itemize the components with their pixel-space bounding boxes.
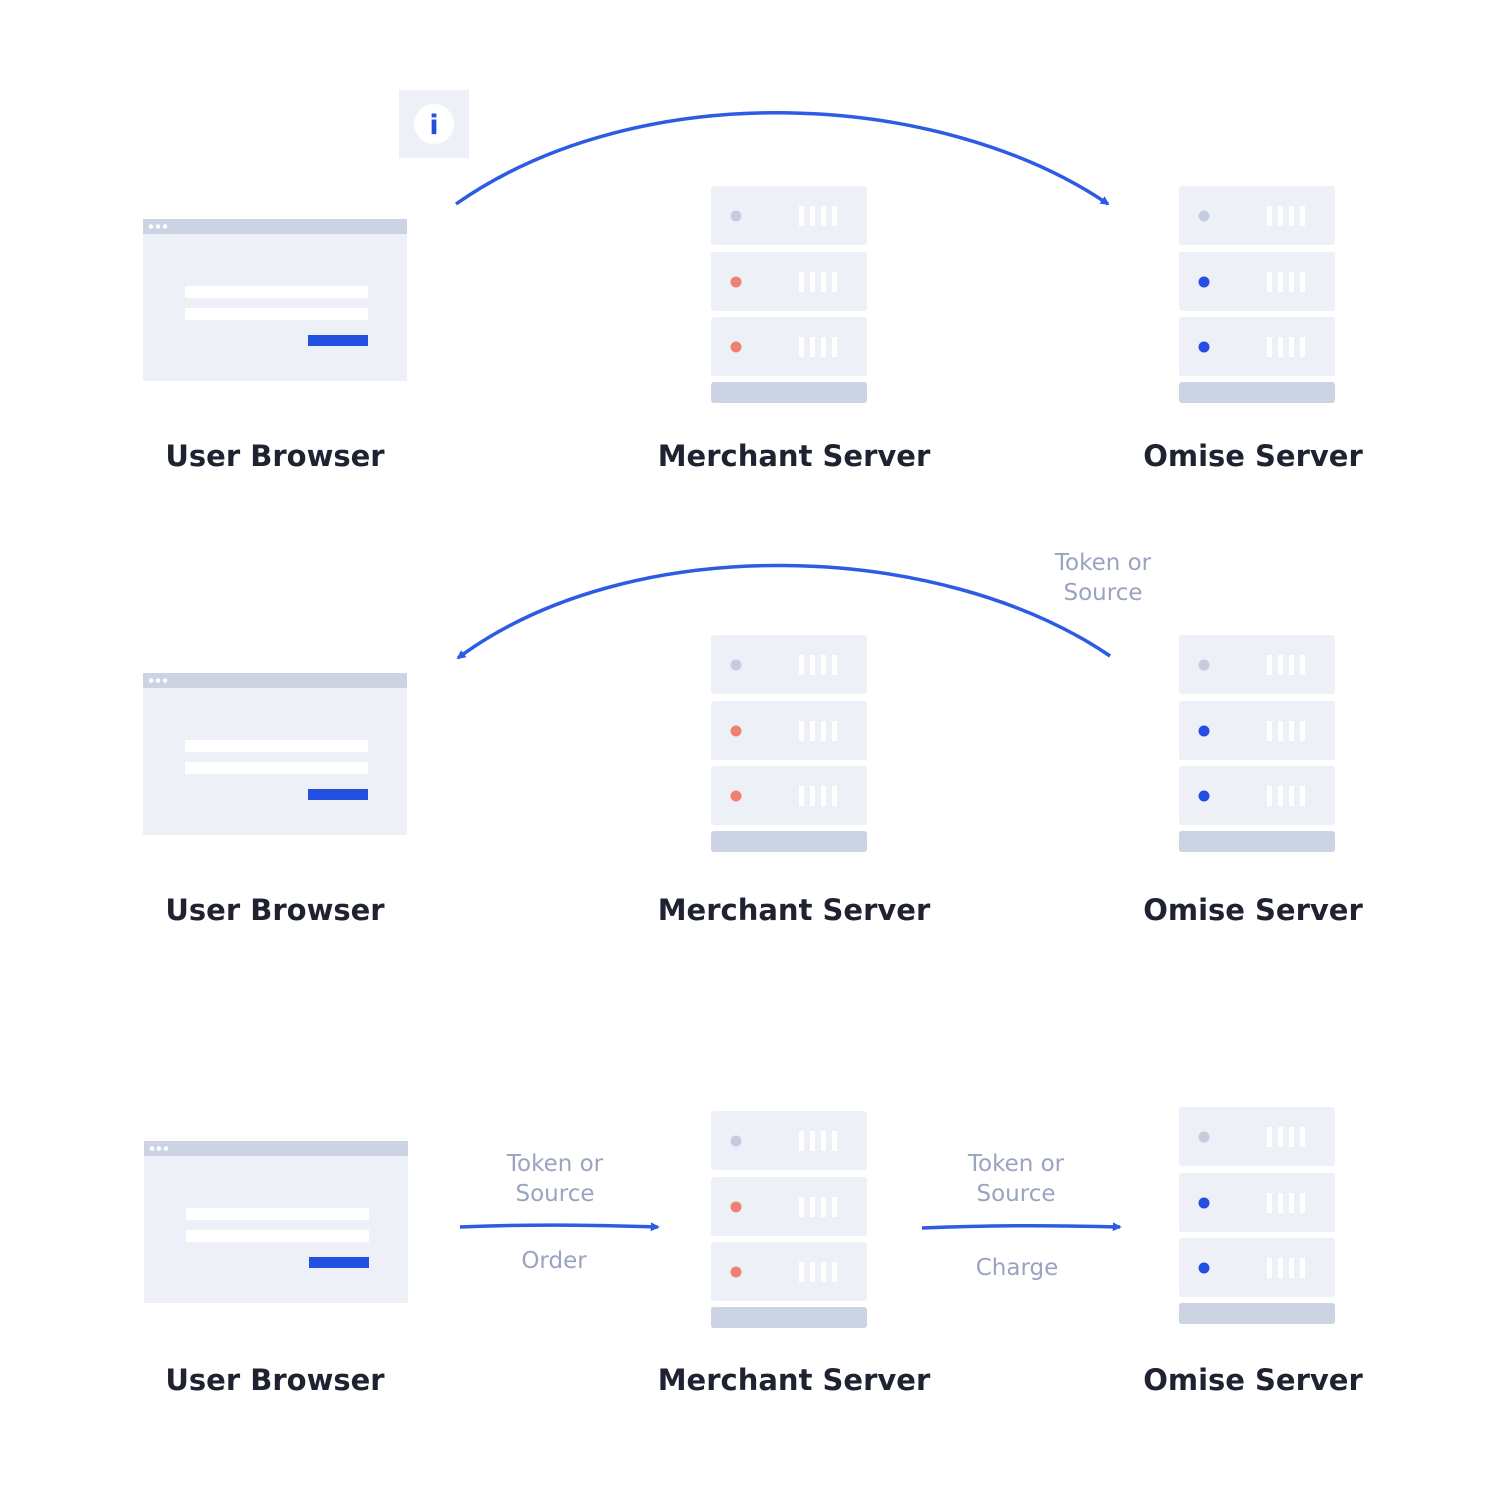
arrow-2-label-line1: Token or	[967, 1151, 1065, 1177]
row-3: Token or Source Order Token or Source Ch…	[144, 1107, 1363, 1397]
arrow-1-label-line1: Token or	[506, 1151, 604, 1177]
arrow-2-sublabel-charge: Charge	[976, 1255, 1059, 1281]
flow-label-token-line2: Source	[1064, 580, 1143, 606]
merchant-server-label: Merchant Server	[658, 893, 931, 927]
merchant-server-icon	[711, 1111, 867, 1328]
user-browser-label: User Browser	[165, 1363, 385, 1397]
info-icon: i	[429, 110, 438, 141]
arrow-omise-to-browser	[456, 563, 1111, 660]
arrow-1-sublabel-order: Order	[521, 1248, 587, 1274]
user-browser-icon	[143, 673, 407, 835]
user-browser-label: User Browser	[165, 439, 385, 473]
omise-server-icon	[1179, 635, 1335, 852]
arrow-browser-to-omise	[454, 111, 1110, 206]
flow-label-token-line1: Token or	[1054, 550, 1152, 576]
arrow-2-label-line2: Source	[977, 1181, 1056, 1207]
merchant-server-icon	[711, 635, 867, 852]
user-browser-icon	[143, 219, 407, 381]
merchant-server-label: Merchant Server	[658, 1363, 931, 1397]
merchant-server-icon	[711, 186, 867, 403]
arrow-browser-to-merchant	[459, 1222, 660, 1232]
omise-server-label: Omise Server	[1143, 439, 1363, 473]
user-browser-label: User Browser	[165, 893, 385, 927]
row-1: i Us	[143, 90, 1363, 473]
merchant-server-label: Merchant Server	[658, 439, 931, 473]
user-browser-icon	[144, 1141, 408, 1303]
row-2: Token or Source	[143, 550, 1363, 927]
omise-server-icon	[1179, 186, 1335, 403]
arrow-merchant-to-omise	[921, 1222, 1122, 1232]
omise-server-icon	[1179, 1107, 1335, 1324]
omise-server-label: Omise Server	[1143, 893, 1363, 927]
arrow-1-label-line2: Source	[516, 1181, 595, 1207]
info-badge: i	[399, 90, 469, 158]
omise-server-label: Omise Server	[1143, 1363, 1363, 1397]
